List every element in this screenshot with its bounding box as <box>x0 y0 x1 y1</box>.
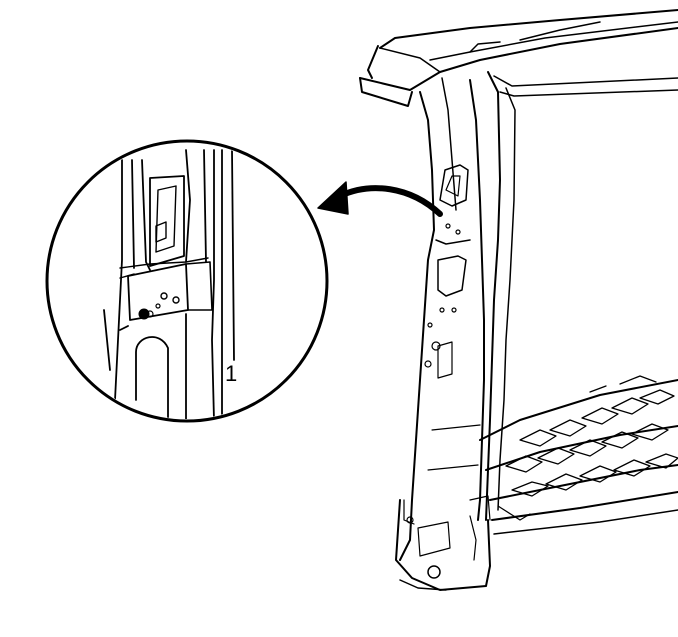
arrow-head <box>317 181 349 215</box>
callout-number-1: 1 <box>225 361 237 386</box>
body-pillar-structure <box>359 9 678 591</box>
detail-arrow <box>317 181 443 217</box>
detail-circle: 1 <box>45 139 329 423</box>
